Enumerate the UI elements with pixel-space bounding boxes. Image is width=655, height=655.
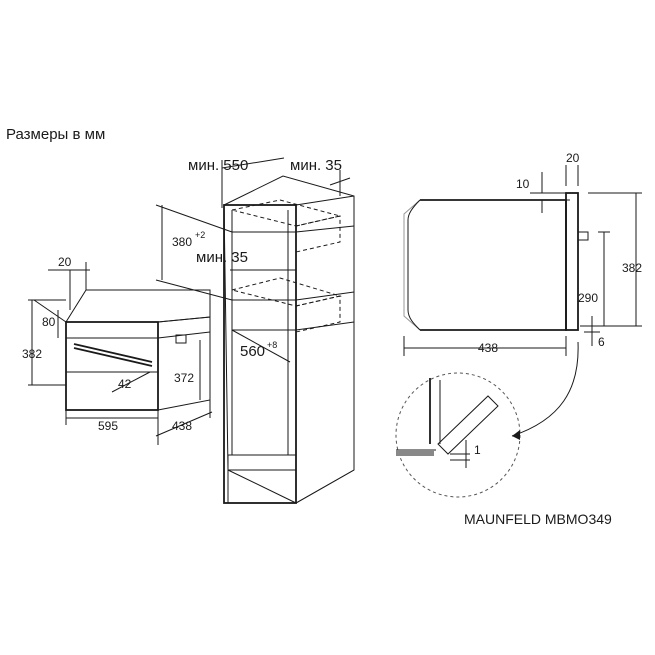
dim-width: 595 [98, 419, 118, 433]
dim-detail-gap: 1 [474, 443, 481, 457]
dim-min-inner: мин. 35 [196, 249, 248, 266]
dim-depth: 438 [172, 419, 192, 433]
dim-niche-height: 380 [172, 235, 192, 249]
oven-front-view: 20 80 382 372 42 595 438 [22, 255, 213, 445]
dim-top-offset: 20 [58, 255, 72, 269]
detail-circle: 1 [395, 341, 579, 498]
oven-side-view: 20 10 382 290 438 6 [403, 151, 642, 356]
dim-door-height: 372 [174, 371, 194, 385]
model-name: MAUNFELD MBMO349 [464, 511, 612, 527]
dim-niche-width: 560 [240, 343, 265, 360]
dim-side-depth: 438 [478, 341, 498, 355]
dim-front-thickness: 20 [566, 151, 580, 165]
dim-side-total-height: 382 [622, 261, 642, 275]
dim-total-height: 382 [22, 347, 42, 361]
drawing-title: Размеры в мм [6, 126, 105, 143]
dim-lower-height: 290 [578, 291, 598, 305]
dim-niche-height-tol: +2 [195, 230, 205, 240]
dim-min-depth: мин. 550 [188, 157, 248, 174]
dim-niche-width-tol: +8 [267, 340, 277, 350]
cabinet-view: мин. 550 мин. 35 380 +2 мин. 35 560 +8 [155, 157, 355, 504]
dim-min-side: мин. 35 [290, 157, 342, 174]
dim-top-gap: 10 [516, 177, 530, 191]
dim-panel-height: 80 [42, 315, 56, 329]
dim-handle-offset: 42 [118, 377, 132, 391]
dim-bottom-gap: 6 [598, 335, 605, 349]
